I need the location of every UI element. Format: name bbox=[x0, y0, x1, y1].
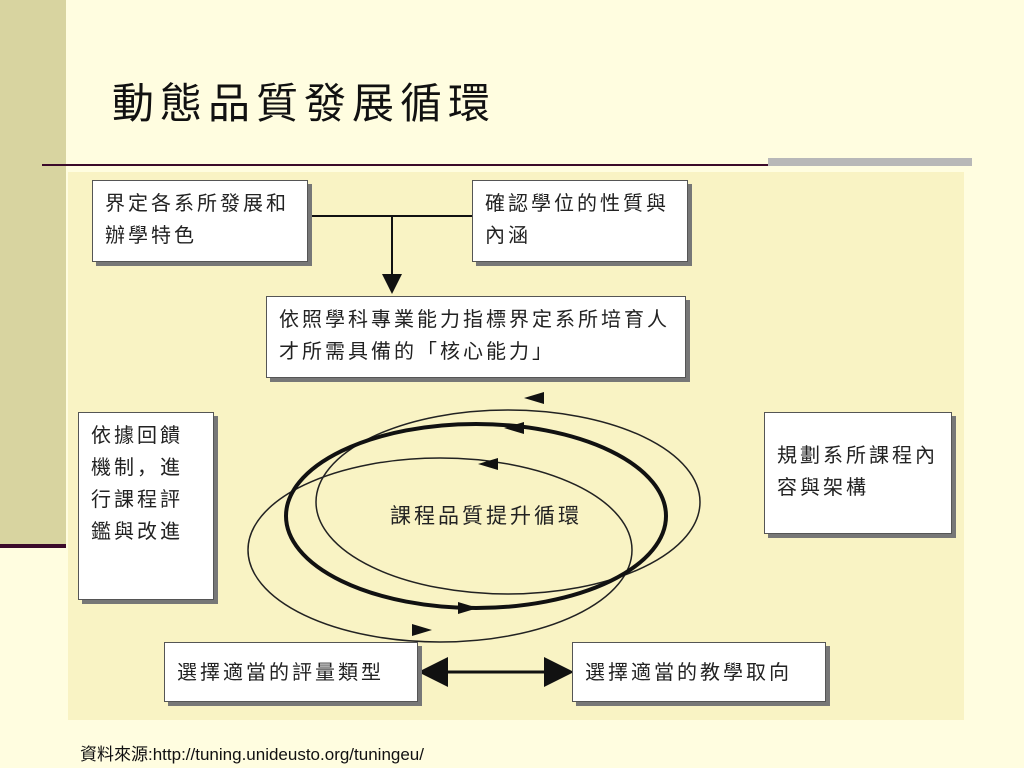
box-assessment-type: 選擇適當的評量類型 bbox=[164, 642, 418, 702]
cycle-arrow-4 bbox=[458, 602, 478, 614]
cycle-arrow-2 bbox=[504, 422, 524, 434]
quality-cycle-diagram: 界定各系所發展和辦學特色 確認學位的性質與內涵 依照學科專業能力指標界定系所培育… bbox=[68, 172, 964, 720]
left-decor-line bbox=[0, 544, 66, 548]
box-confirm-degree: 確認學位的性質與內涵 bbox=[472, 180, 688, 262]
box-define-features: 界定各系所發展和辦學特色 bbox=[92, 180, 308, 262]
left-decor-band bbox=[0, 0, 66, 548]
cycle-outer-ring bbox=[315, 409, 701, 595]
diagram-connectors bbox=[247, 215, 701, 687]
source-citation: 資料來源:http://tuning.unideusto.org/tuninge… bbox=[80, 745, 424, 764]
slide-title: 動態品質發展循環 bbox=[112, 79, 497, 128]
cycle-arrow-3 bbox=[478, 458, 498, 470]
title-divider bbox=[42, 164, 972, 166]
cycle-arrow-5 bbox=[412, 624, 432, 636]
box-plan-curriculum: 規劃系所課程內容與架構 bbox=[764, 412, 952, 534]
box-teaching-approach: 選擇適當的教學取向 bbox=[572, 642, 826, 702]
box-core-competence: 依照學科專業能力指標界定系所培育人才所需具備的「核心能力」 bbox=[266, 296, 686, 378]
cycle-arrow-1 bbox=[524, 392, 544, 404]
cycle-label: 課程品質提升循環 bbox=[390, 504, 582, 528]
title-divider-accent bbox=[768, 158, 972, 166]
box-feedback-evaluation: 依據回饋機制，進行課程評鑑與改進 bbox=[78, 412, 214, 600]
cycle-inner-ring bbox=[247, 457, 633, 643]
